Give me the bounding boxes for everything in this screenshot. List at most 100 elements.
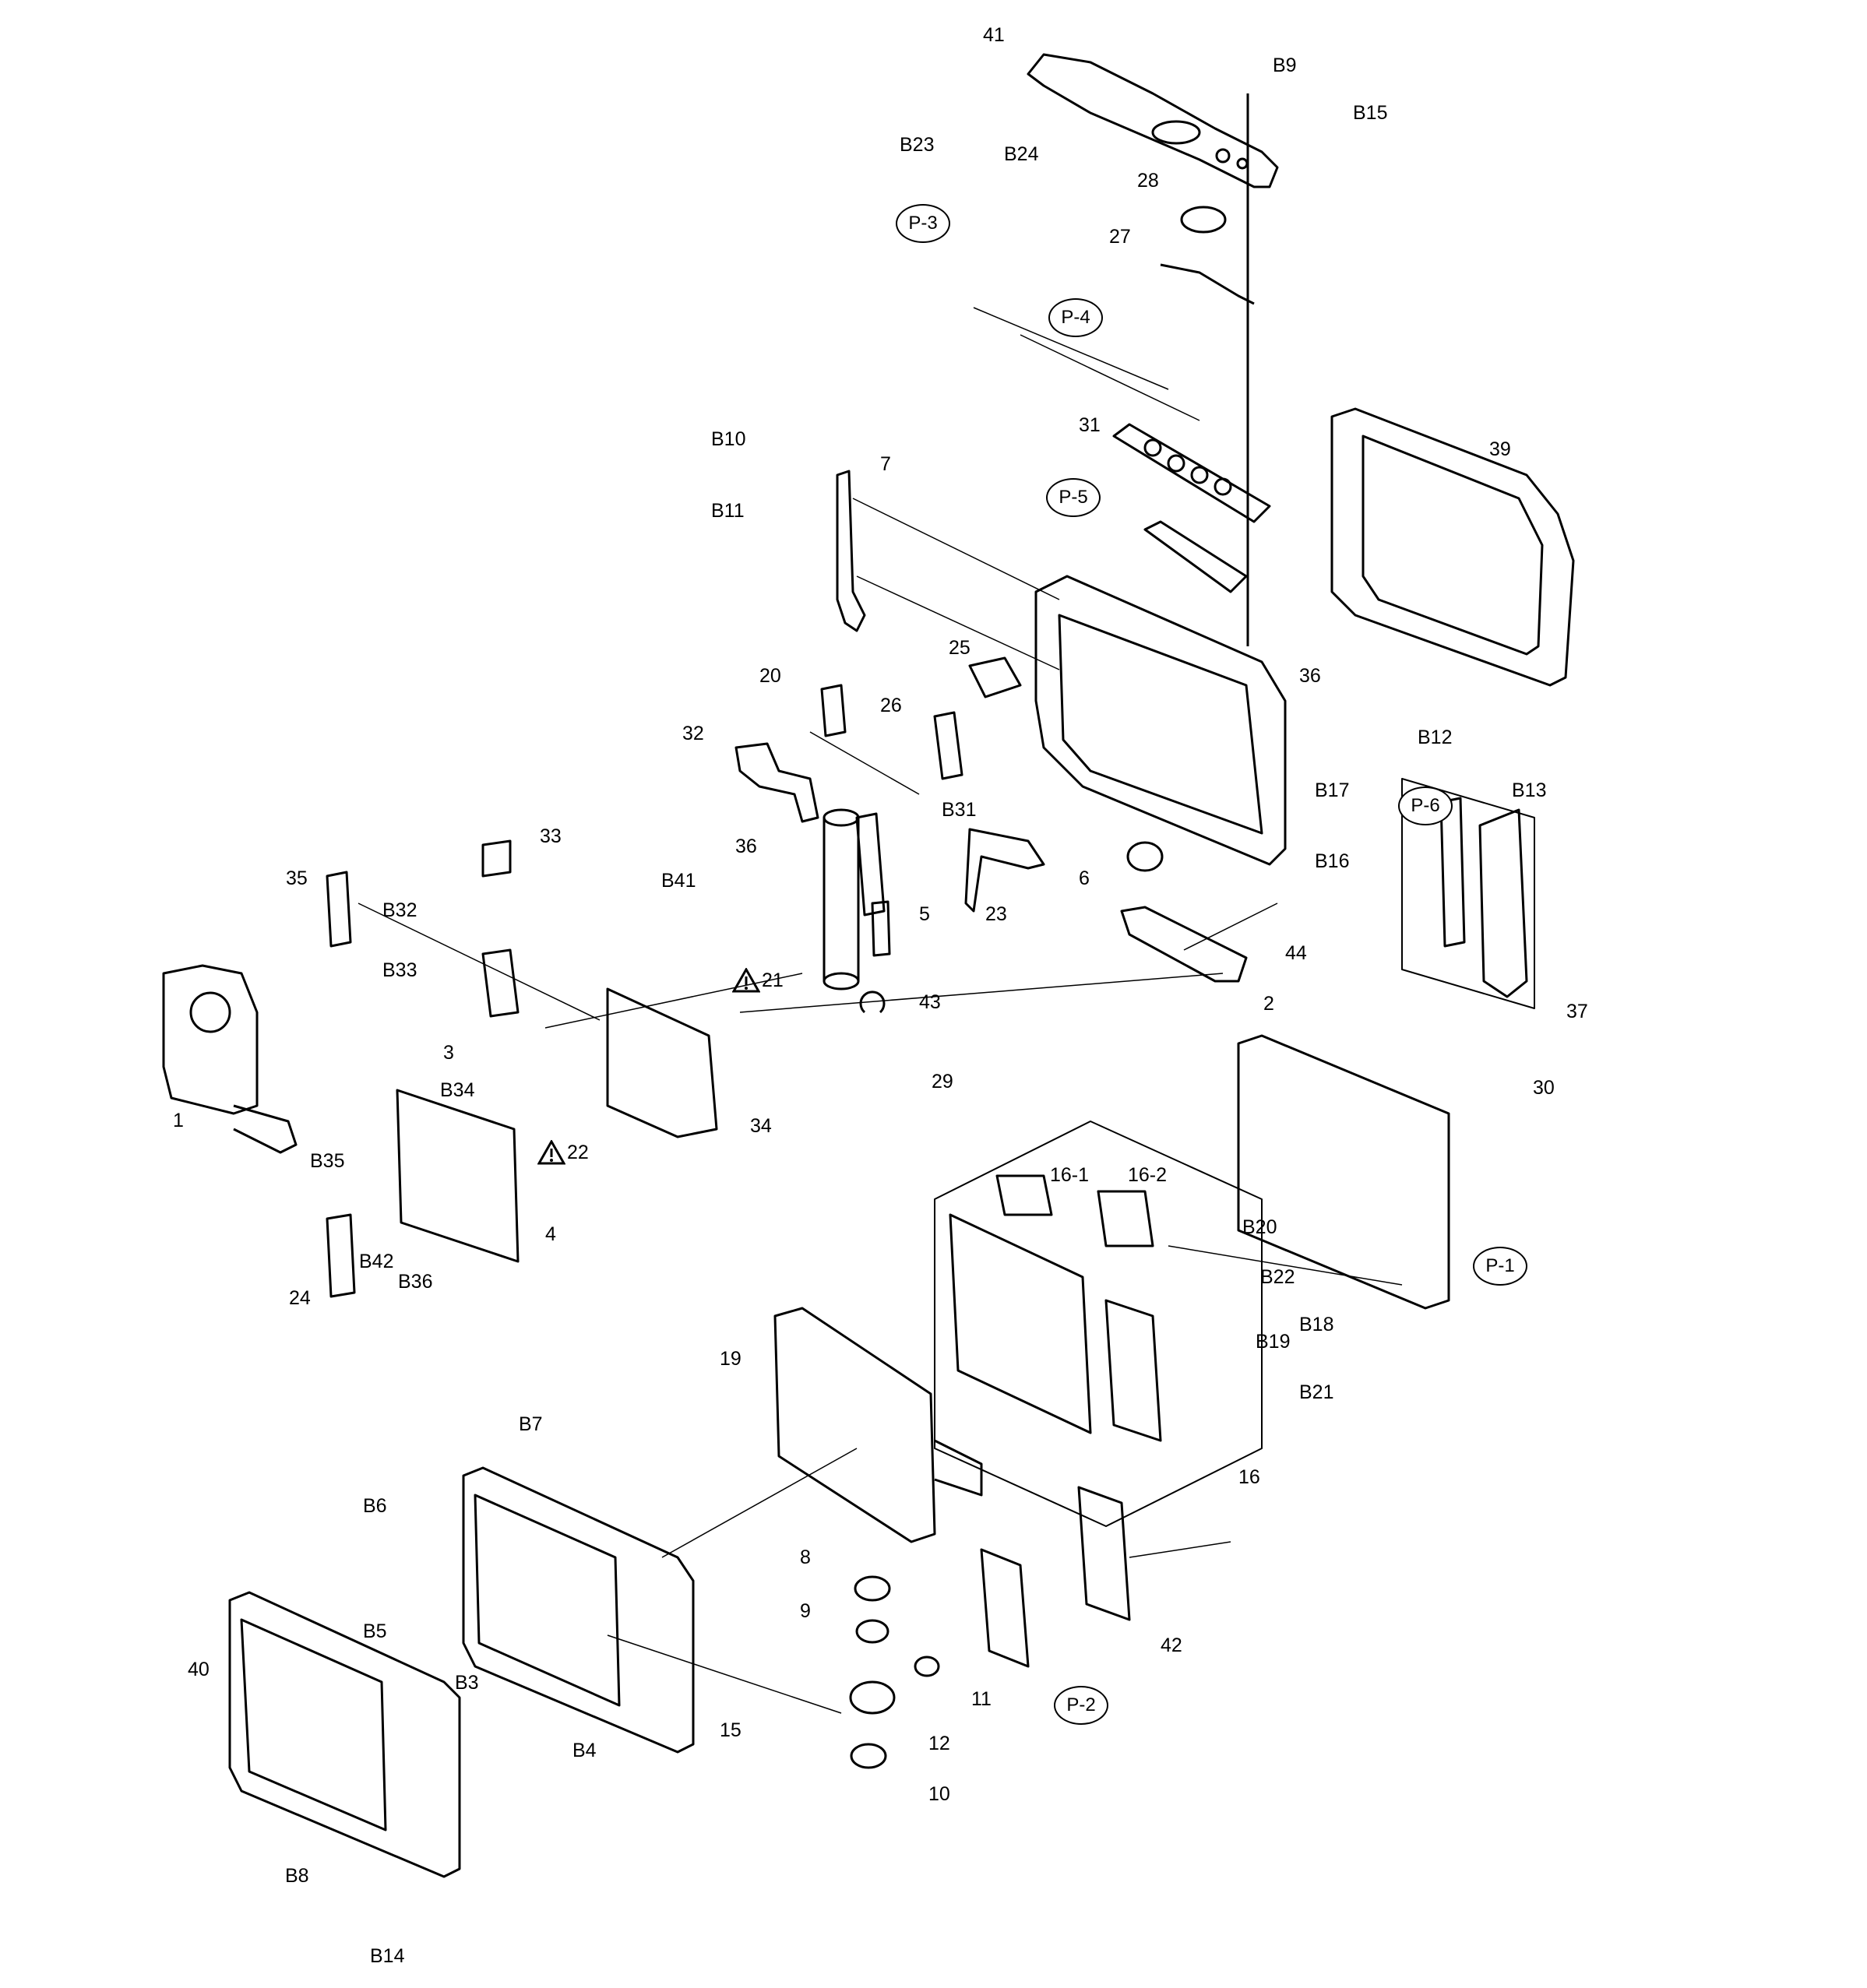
label-B18: B18 <box>1299 1314 1334 1335</box>
label-44: 44 <box>1285 942 1307 964</box>
part-p1-panel <box>1237 1034 1450 1310</box>
label-10: 10 <box>928 1783 950 1805</box>
label-19: 19 <box>720 1348 742 1370</box>
label-25: 25 <box>949 637 970 659</box>
label-B35: B35 <box>310 1150 345 1172</box>
warning-21-text: 21 <box>762 969 784 991</box>
label-28: 28 <box>1137 170 1159 192</box>
label-16-1: 16-1 <box>1050 1164 1090 1186</box>
part-29 <box>859 990 886 1014</box>
label-8: 8 <box>800 1546 811 1568</box>
label-B36: B36 <box>398 1271 433 1293</box>
label-34: 34 <box>750 1115 772 1137</box>
label-B6: B6 <box>363 1495 387 1517</box>
part-24-tape <box>326 1213 356 1298</box>
part-16-board <box>949 1213 1162 1442</box>
part-31-plate <box>1112 423 1271 523</box>
label-39: 39 <box>1489 438 1511 460</box>
part-23-bracket <box>964 828 1045 913</box>
label-4: 4 <box>545 1223 556 1245</box>
label-36b: 36 <box>735 836 757 857</box>
label-20: 20 <box>759 665 781 687</box>
label-B22: B22 <box>1260 1266 1295 1288</box>
part-16-2-tape <box>1097 1190 1154 1247</box>
label-12: 12 <box>928 1733 950 1754</box>
callout-p5: P-5 <box>1046 478 1101 517</box>
label-9: 9 <box>800 1600 811 1622</box>
part-5-board <box>855 812 886 917</box>
label-27: 27 <box>1109 226 1131 248</box>
label-B15: B15 <box>1353 102 1388 124</box>
part-34-shield <box>606 987 718 1138</box>
label-33: 33 <box>540 825 562 847</box>
label-31: 31 <box>1079 414 1101 436</box>
part-33 <box>481 839 512 878</box>
part-40-rear-cover <box>228 1591 461 1878</box>
part-37-battery-door <box>1439 797 1528 998</box>
callout-p2: P-2 <box>1054 1686 1108 1725</box>
part-p5 <box>1143 520 1248 593</box>
warning-22-text: 22 <box>567 1141 589 1163</box>
part-25-tape <box>968 656 1022 698</box>
label-B42: B42 <box>359 1251 394 1272</box>
label-29: 29 <box>932 1071 953 1093</box>
label-B8: B8 <box>285 1865 309 1887</box>
warning-21: 21 <box>732 968 784 993</box>
label-B31: B31 <box>942 799 977 821</box>
label-23: 23 <box>985 903 1007 925</box>
label-B4: B4 <box>572 1740 597 1761</box>
callout-p1: P-1 <box>1473 1247 1527 1286</box>
label-B41: B41 <box>661 870 696 892</box>
part-4-main-board <box>396 1089 520 1263</box>
label-42: 42 <box>1161 1634 1182 1656</box>
label-16: 16 <box>1238 1466 1260 1488</box>
label-26: 26 <box>880 695 902 716</box>
label-24: 24 <box>289 1287 311 1309</box>
part-10-button <box>850 1743 887 1769</box>
callout-p4: P-4 <box>1048 298 1103 337</box>
label-B12: B12 <box>1418 727 1453 748</box>
part-43 <box>871 900 891 957</box>
label-B14: B14 <box>370 1945 405 1967</box>
label-15: 15 <box>720 1719 742 1741</box>
label-B34: B34 <box>440 1079 475 1101</box>
part-21-battery <box>823 808 860 990</box>
part-32-flex <box>734 742 819 823</box>
label-B17: B17 <box>1315 779 1350 801</box>
warning-22: 22 <box>537 1140 589 1165</box>
label-2: 2 <box>1263 993 1274 1015</box>
label-5: 5 <box>919 903 930 925</box>
label-B9: B9 <box>1273 55 1297 76</box>
label-43: 43 <box>919 991 941 1013</box>
part-15-rear-frame <box>462 1466 695 1754</box>
label-36a: 36 <box>1299 665 1321 687</box>
part-16-1-tape <box>995 1174 1053 1216</box>
label-40: 40 <box>188 1659 210 1680</box>
part-6-speaker <box>1126 841 1164 872</box>
part-12-button <box>849 1680 896 1715</box>
label-B20: B20 <box>1242 1216 1277 1238</box>
label-B3: B3 <box>455 1672 479 1694</box>
part-7-bracket <box>836 470 866 632</box>
label-B21: B21 <box>1299 1381 1334 1403</box>
label-1: 1 <box>173 1110 184 1131</box>
label-B13: B13 <box>1512 779 1547 801</box>
label-16-2: 16-2 <box>1128 1164 1168 1186</box>
part-11-button <box>914 1655 940 1677</box>
label-B11: B11 <box>711 500 745 522</box>
label-B33: B33 <box>382 959 417 981</box>
label-B10: B10 <box>711 428 746 450</box>
label-7: 7 <box>880 453 891 475</box>
callout-p6: P-6 <box>1398 786 1453 825</box>
label-41: 41 <box>983 24 1005 46</box>
part-1-lens-unit <box>162 964 298 1154</box>
part-9-button <box>855 1619 889 1644</box>
label-B23: B23 <box>900 134 935 156</box>
label-35: 35 <box>286 867 308 889</box>
label-B19: B19 <box>1256 1331 1291 1353</box>
label-11: 11 <box>971 1688 992 1710</box>
part-39-front-cover <box>1330 407 1575 687</box>
warning-triangle-icon <box>537 1140 565 1165</box>
part-42-keypad <box>1077 1486 1131 1621</box>
label-6: 6 <box>1079 867 1090 889</box>
